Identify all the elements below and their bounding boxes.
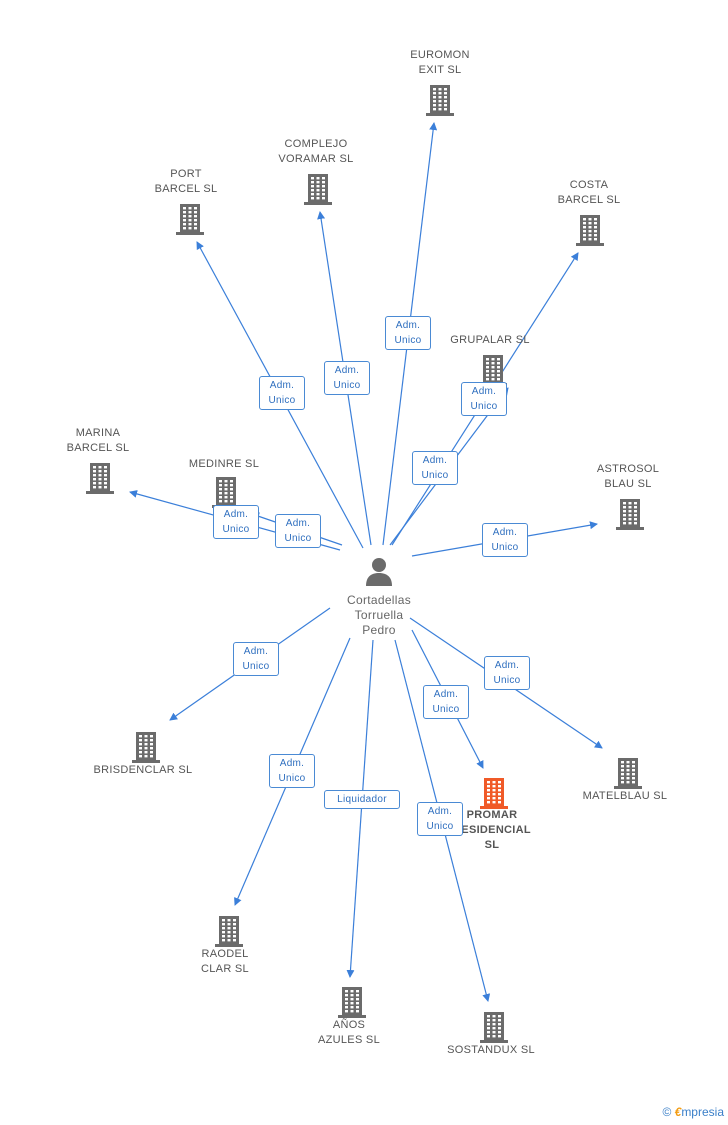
relation-label-complejo[interactable]: Adm. Unico <box>324 361 370 395</box>
building-icon <box>426 85 454 116</box>
brand-name: mpresia <box>681 1105 724 1119</box>
building-icon <box>86 463 114 494</box>
company-node-medinre[interactable] <box>211 475 241 509</box>
company-name: BRISDENCLAR SL <box>93 764 193 776</box>
building-icon <box>304 174 332 205</box>
company-name: ASTROSOL BLAU SL <box>596 463 660 490</box>
building-icon <box>479 355 507 386</box>
company-name: PROMAR RESIDENCIAL SL <box>453 809 531 851</box>
building-icon <box>480 778 508 809</box>
person-node[interactable] <box>340 556 418 588</box>
relation-label-costa[interactable]: Adm. Unico <box>461 382 507 416</box>
relation-label-promar[interactable]: Adm. Unico <box>423 685 469 719</box>
company-name: COMPLEJO VORAMAR SL <box>278 138 354 165</box>
relation-label-grupalar[interactable]: Adm. Unico <box>412 451 458 485</box>
company-name: MARINA BARCEL SL <box>66 427 130 454</box>
brand-e-mark: € <box>674 1105 682 1119</box>
relation-label-euromon[interactable]: Adm. Unico <box>385 316 431 350</box>
company-node-euromon[interactable] <box>425 83 455 117</box>
company-node-raodel[interactable] <box>214 914 244 948</box>
relation-label-brisdenclar[interactable]: Adm. Unico <box>233 642 279 676</box>
company-name: AÑOS AZULES SL <box>317 1019 380 1046</box>
person-icon <box>366 558 392 586</box>
company-node-grupalar[interactable] <box>478 353 508 387</box>
relation-label-medinre[interactable]: Adm. Unico <box>275 514 321 548</box>
company-node-port[interactable] <box>175 202 205 236</box>
brand-logo: © €mpresia <box>662 1105 724 1119</box>
company-node-promar[interactable] <box>479 776 509 810</box>
building-icon <box>212 477 240 508</box>
relation-label-sostandux[interactable]: Adm. Unico <box>417 802 463 836</box>
company-name: GRUPALAR SL <box>450 334 530 346</box>
relation-label-port[interactable]: Adm. Unico <box>259 376 305 410</box>
company-name: COSTA BARCEL SL <box>557 179 621 206</box>
company-node-brisdenclar[interactable] <box>131 730 161 764</box>
company-node-marina[interactable] <box>85 461 115 495</box>
company-node-sostandux[interactable] <box>479 1010 509 1044</box>
building-icon <box>176 204 204 235</box>
relation-label-anos[interactable]: Liquidador <box>324 790 400 809</box>
building-icon <box>215 916 243 947</box>
company-node-astrosol[interactable] <box>615 497 645 531</box>
building-icon <box>480 1012 508 1043</box>
building-icon <box>132 732 160 763</box>
building-icon <box>616 499 644 530</box>
building-icon <box>338 987 366 1018</box>
relation-label-astrosol[interactable]: Adm. Unico <box>482 523 528 557</box>
company-node-costa[interactable] <box>575 213 605 247</box>
relation-label-marina[interactable]: Adm. Unico <box>213 505 259 539</box>
relation-label-raodel[interactable]: Adm. Unico <box>269 754 315 788</box>
company-name: MATELBLAU SL <box>582 790 668 802</box>
company-name: SOSTANDUX SL <box>447 1044 535 1056</box>
company-name: EUROMON EXIT SL <box>410 49 470 76</box>
relation-label-matelblau[interactable]: Adm. Unico <box>484 656 530 690</box>
company-node-anos[interactable] <box>337 985 367 1019</box>
company-name: PORT BARCEL SL <box>154 168 218 195</box>
company-node-matelblau[interactable] <box>613 756 643 790</box>
company-node-complejo[interactable] <box>303 172 333 206</box>
person-name: Cortadellas Torruella Pedro <box>347 593 411 637</box>
building-icon <box>576 215 604 246</box>
company-name: RAODEL CLAR SL <box>201 948 249 975</box>
copyright-symbol: © <box>662 1105 672 1119</box>
building-icon <box>614 758 642 789</box>
company-name: MEDINRE SL <box>188 458 260 470</box>
